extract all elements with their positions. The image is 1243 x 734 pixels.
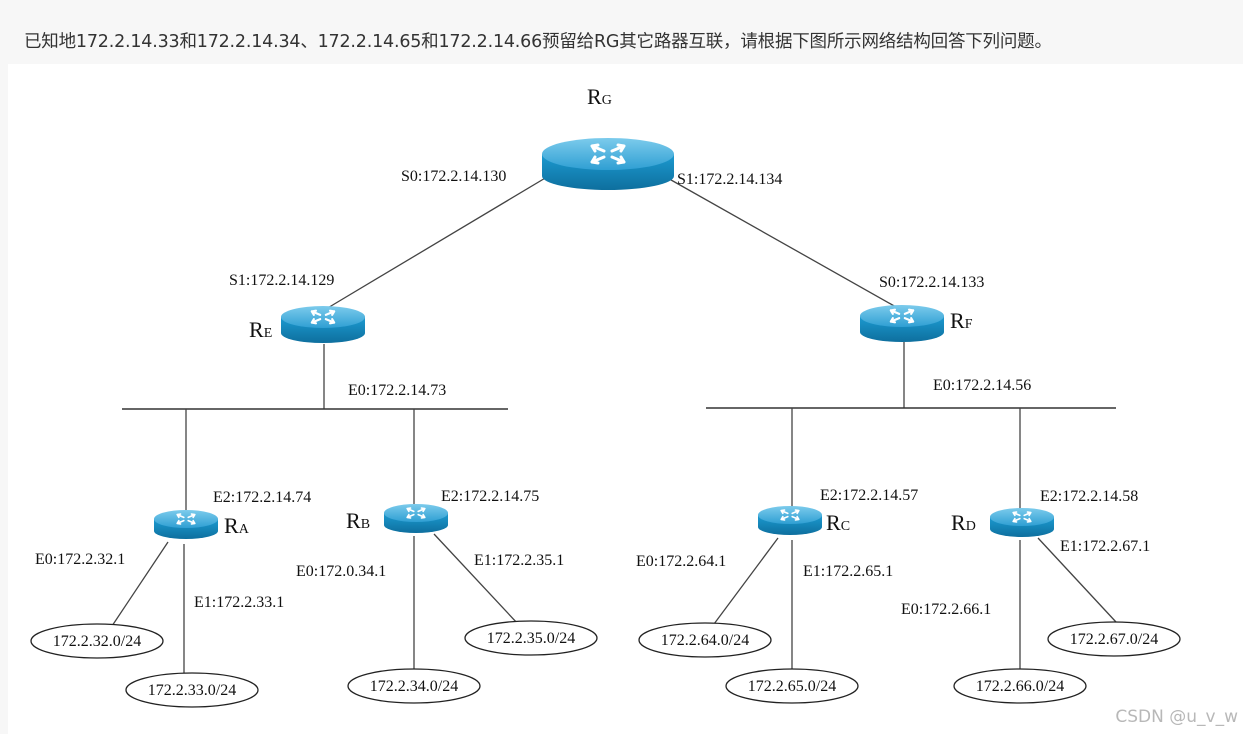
rd-e1-label: E1:172.2.67.1: [1060, 538, 1150, 555]
network-label: 172.2.34.0/24: [370, 678, 458, 695]
question-text: 已知地172.2.14.33和172.2.14.34、172.2.14.65和1…: [24, 32, 1052, 52]
router-icon: [758, 506, 822, 535]
ra-e1-label: E1:172.2.33.1: [194, 594, 284, 611]
router-name-rd: RD: [951, 510, 976, 535]
rb-e1-label: E1:172.2.35.1: [474, 552, 564, 569]
network-label: 172.2.64.0/24: [661, 632, 749, 649]
link-rg-re: [325, 173, 553, 310]
network-label: 172.2.66.0/24: [976, 678, 1064, 695]
re-s1-label: S1:172.2.14.129: [229, 272, 334, 289]
rd-e0-label: E0:172.2.66.1: [901, 601, 991, 618]
network-label: 172.2.32.0/24: [53, 633, 141, 650]
network-n67: 172.2.67.0/24: [1047, 621, 1181, 657]
router-name-rg: RG: [587, 84, 612, 109]
network-diagram: RG RE RF RA RB RC RD S0:172.2.14.130 S1:…: [8, 64, 1243, 734]
link-ra-n32: [111, 541, 169, 627]
network-n35: 172.2.35.0/24: [464, 620, 598, 656]
network-n66: 172.2.66.0/24: [953, 668, 1087, 704]
links: [111, 173, 1117, 676]
link-rd-n67: [1037, 537, 1117, 623]
router-icon: [281, 306, 365, 343]
link-rc-n64: [713, 537, 779, 625]
rc-e0-label: E0:172.2.64.1: [636, 553, 726, 570]
diagram-svg: RG RE RF RA RB RC RD S0:172.2.14.130 S1:…: [30, 84, 1238, 727]
network-n34: 172.2.34.0/24: [347, 668, 481, 704]
network-label: 172.2.67.0/24: [1070, 631, 1158, 648]
router-name-rb: RB: [346, 508, 370, 533]
rg-s0-label: S0:172.2.14.130: [401, 168, 506, 185]
rd-e2-label: E2:172.2.14.58: [1040, 488, 1138, 505]
ra-e2-label: E2:172.2.14.74: [213, 489, 311, 506]
rb-e0-label: E0:172.0.34.1: [296, 563, 386, 580]
watermark: CSDN @u_v_w: [1115, 707, 1238, 727]
link-rg-rf: [663, 175, 897, 308]
network-n65: 172.2.65.0/24: [725, 668, 859, 704]
router-icon: [384, 504, 448, 533]
network-n64: 172.2.64.0/24: [638, 622, 772, 658]
network-n33: 172.2.33.0/24: [125, 672, 259, 708]
link-rb-n35: [433, 533, 519, 625]
rc-e2-label: E2:172.2.14.57: [820, 487, 918, 504]
ra-e0-label: E0:172.2.32.1: [35, 551, 125, 568]
router-icon: [154, 510, 218, 539]
rf-s0-label: S0:172.2.14.133: [879, 274, 984, 291]
rf-e0-label: E0:172.2.14.56: [933, 377, 1031, 394]
router-name-ra: RA: [224, 513, 250, 538]
network-label: 172.2.33.0/24: [148, 682, 236, 699]
router-icon: [990, 508, 1054, 537]
rc-e1-label: E1:172.2.65.1: [803, 563, 893, 580]
router-name-re: RE: [249, 317, 272, 342]
rb-e2-label: E2:172.2.14.75: [441, 488, 539, 505]
router-name-rf: RF: [950, 308, 973, 333]
rg-s1-label: S1:172.2.14.134: [677, 171, 782, 188]
network-label: 172.2.35.0/24: [487, 630, 575, 647]
re-e0-label: E0:172.2.14.73: [348, 382, 446, 399]
router-icon: [860, 305, 944, 342]
network-n32: 172.2.32.0/24: [30, 623, 164, 659]
router-name-rc: RC: [826, 510, 850, 535]
router-icon: [542, 138, 674, 190]
network-label: 172.2.65.0/24: [748, 678, 836, 695]
